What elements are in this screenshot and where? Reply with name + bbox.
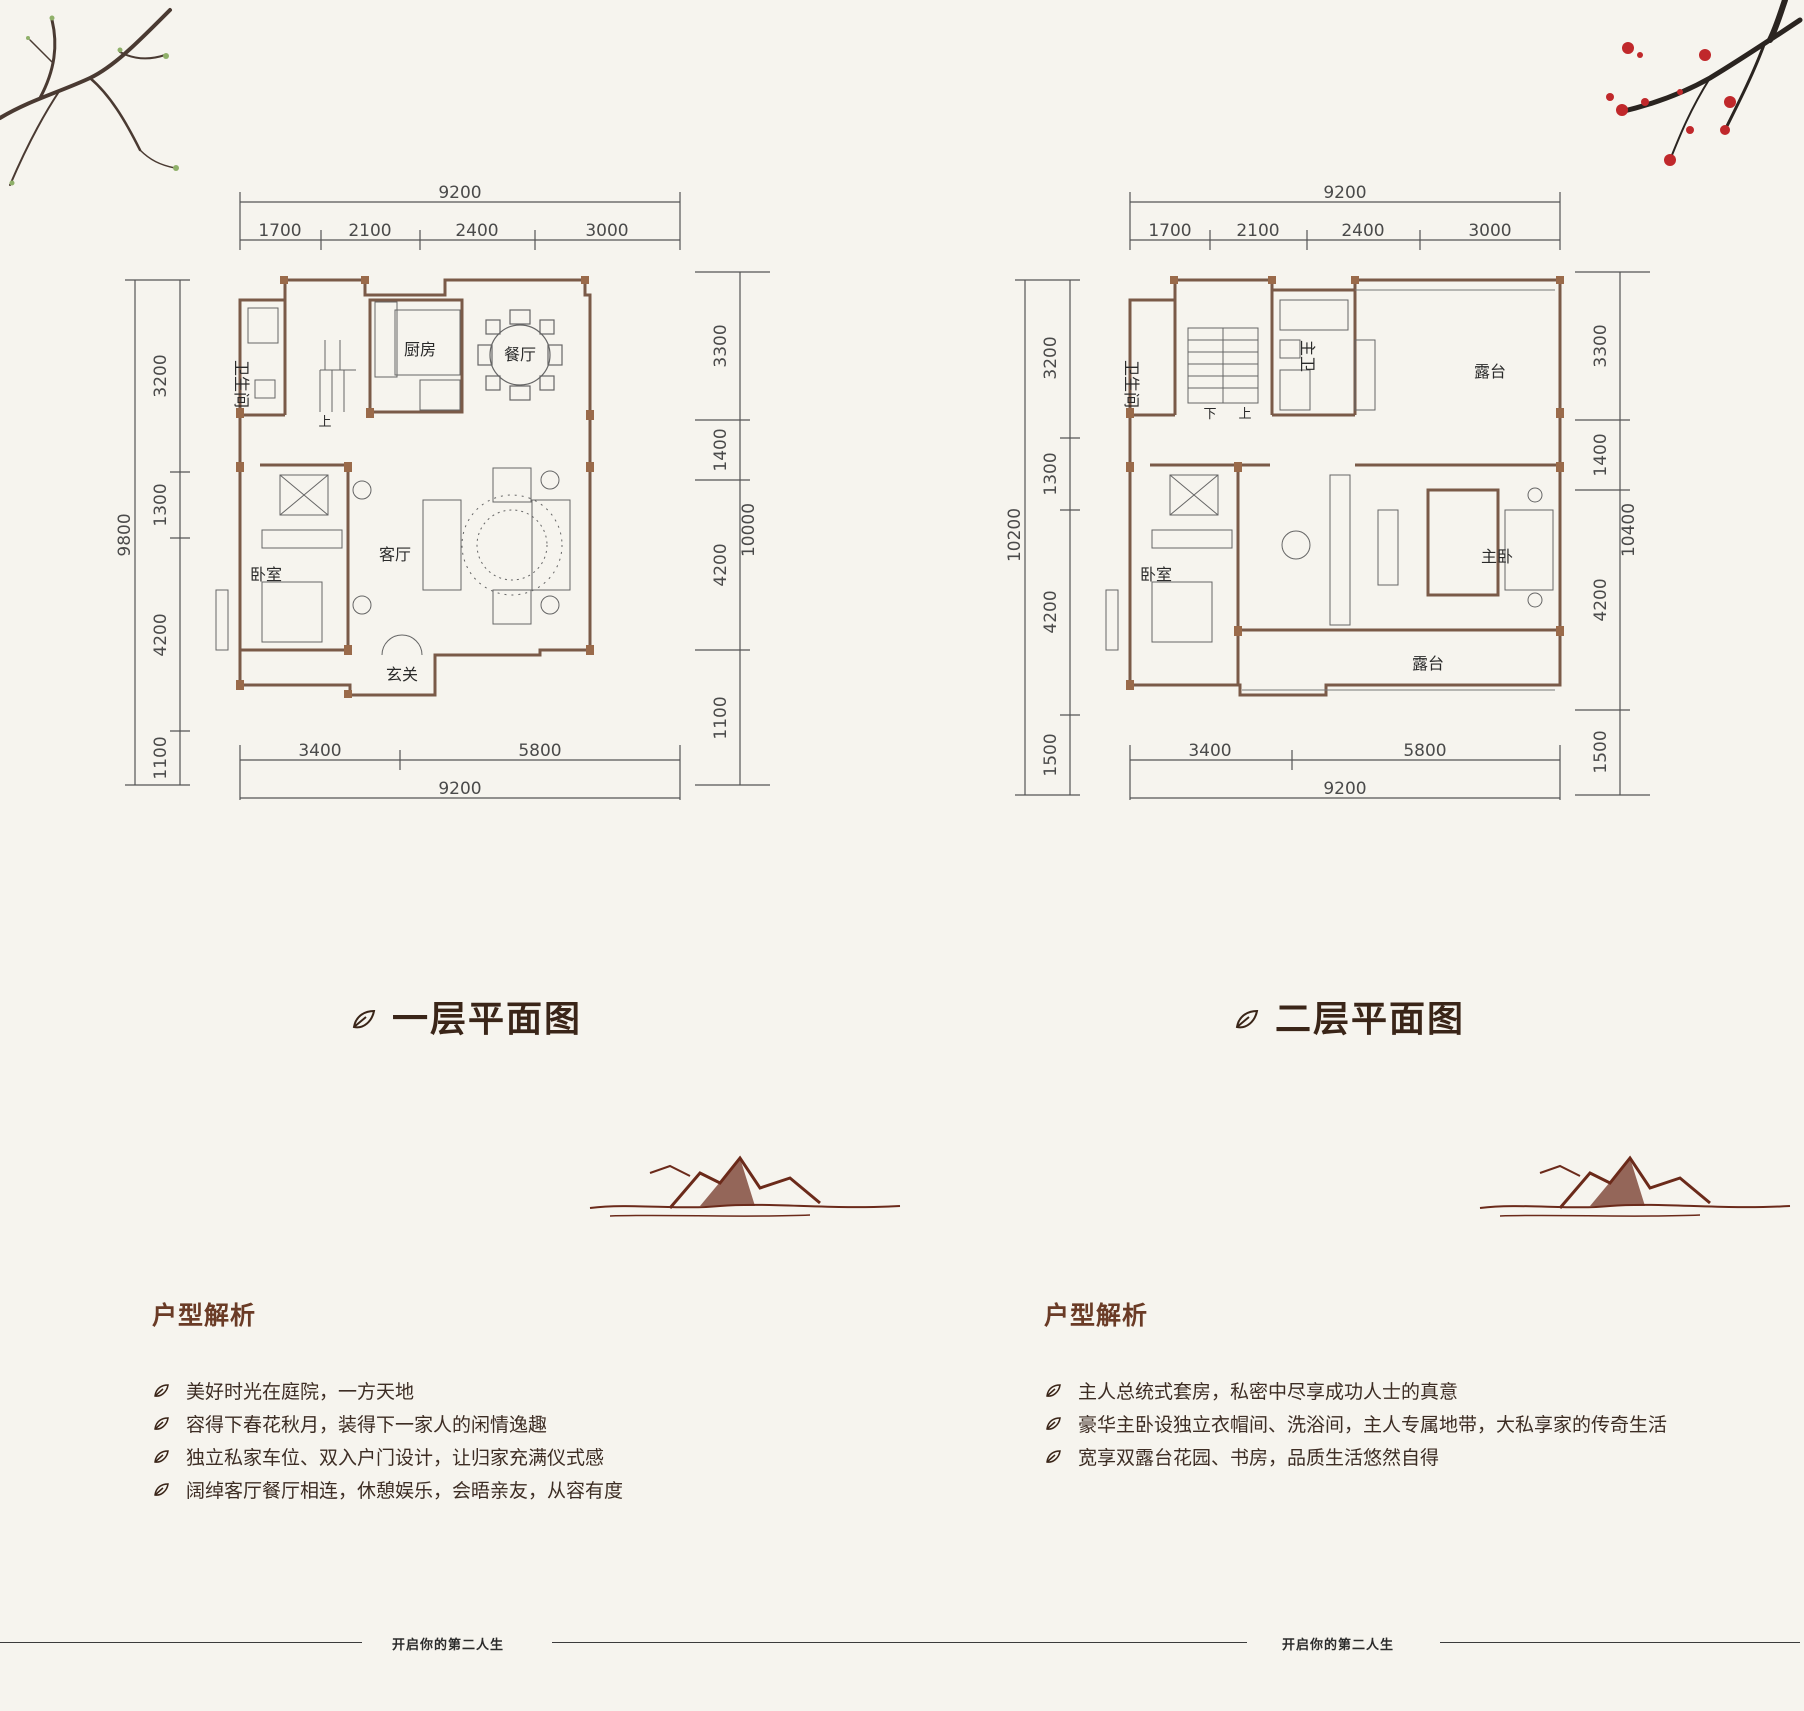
leaf-icon — [154, 1417, 169, 1430]
bottom-dim-2: 5800 — [1403, 741, 1446, 761]
left-dim-1: 3200 — [151, 354, 171, 397]
left-dim-2: 1300 — [1041, 452, 1061, 495]
analysis-bullet: 美好时光在庭院，一方天地 — [152, 1376, 912, 1409]
analysis-bullet: 主人总统式套房，私密中尽享成功人士的真意 — [1044, 1376, 1804, 1409]
plum-blossom-decoration — [1606, 0, 1803, 166]
analysis-bullet: 独立私家车位、双入户门设计，让归家充满仪式感 — [152, 1442, 912, 1475]
bottom-dim-1: 3400 — [298, 741, 341, 761]
top-dim-3: 2400 — [1341, 221, 1384, 241]
left-dim-4: 1500 — [1041, 733, 1061, 776]
analysis-bullet: 宽享双露台花园、书房，品质生活悠然自得 — [1044, 1442, 1804, 1475]
right-dim-3: 4200 — [1591, 578, 1611, 621]
right-dim-2: 1400 — [1591, 433, 1611, 476]
top-total-dim: 9200 — [438, 183, 481, 203]
bottom-dim-1: 3400 — [1188, 741, 1231, 761]
bottom-total-dim: 9200 — [1323, 779, 1366, 799]
right-dim-4: 1500 — [1591, 730, 1611, 773]
footer-slogan-left: 开启你的第二人生 — [392, 1638, 505, 1653]
stair-up-label: 上 — [318, 415, 331, 430]
room-bath: 卫生间 — [232, 360, 251, 408]
stair-up-label: 上 — [1238, 407, 1251, 422]
footer-divider — [552, 1642, 1247, 1643]
leaf-icon — [154, 1450, 169, 1463]
room-terrace-top: 露台 — [1474, 362, 1506, 381]
analysis-bullet: 阔绰客厅餐厅相连，休憩娱乐，会晤亲友，从容有度 — [152, 1475, 912, 1508]
leaf-icon — [154, 1384, 169, 1397]
left-total-dim: 9800 — [115, 513, 135, 556]
bottom-dim-2: 5800 — [518, 741, 561, 761]
plan-2-title-text: 二层平面图 — [1275, 998, 1466, 1040]
right-dim-2: 1400 — [711, 428, 731, 471]
leaf-icon — [154, 1483, 169, 1496]
leaf-icon — [1235, 1009, 1259, 1029]
top-dim-4: 3000 — [585, 221, 628, 241]
room-bath: 卫生间 — [1122, 360, 1141, 408]
top-dim-2: 2100 — [1236, 221, 1279, 241]
top-dim-1: 1700 — [1148, 221, 1191, 241]
floor-plan-1: 9200 1700 2100 2400 3000 9800 3200 1300 … — [115, 183, 770, 830]
footer-slogan-right: 开启你的第二人生 — [1282, 1638, 1395, 1653]
right-dim-1: 3300 — [711, 324, 731, 367]
mountain-left-decoration — [589, 1155, 901, 1217]
top-dim-4: 3000 — [1468, 221, 1511, 241]
room-entry: 玄关 — [386, 665, 418, 684]
branch-left-decoration — [0, 8, 179, 186]
room-living: 客厅 — [379, 545, 411, 564]
analysis-right: 户型解析 主人总统式套房，私密中尽享成功人士的真意 豪华主卧设独立衣帽间、洗浴间… — [1044, 1296, 1804, 1475]
left-dim-4: 1100 — [151, 736, 171, 779]
right-dim-1: 3300 — [1591, 324, 1611, 367]
right-dim-4: 1100 — [711, 696, 731, 739]
room-bedroom: 卧室 — [1140, 565, 1172, 584]
leaf-icon — [1046, 1450, 1061, 1463]
floor-plan-2: 9200 1700 2100 2400 3000 10200 3200 1300… — [1005, 183, 1650, 830]
room-kitchen: 厨房 — [404, 340, 436, 359]
top-dim-1: 1700 — [258, 221, 301, 241]
left-total-dim: 10200 — [1005, 508, 1025, 562]
left-dim-3: 4200 — [151, 613, 171, 656]
top-dim-3: 2400 — [455, 221, 498, 241]
analysis-bullet: 豪华主卧设独立衣帽间、洗浴间，主人专属地带，大私享家的传奇生活 — [1044, 1409, 1804, 1442]
left-dim-3: 4200 — [1041, 590, 1061, 633]
analysis-heading: 户型解析 — [1044, 1301, 1149, 1330]
room-terrace-bottom: 露台 — [1412, 654, 1444, 673]
right-total-dim: 10400 — [1619, 503, 1639, 557]
analysis-bullet: 容得下春花秋月，装得下一家人的闲情逸趣 — [152, 1409, 912, 1442]
room-master-bedroom: 主卧 — [1481, 547, 1513, 566]
left-dim-1: 3200 — [1041, 336, 1061, 379]
bottom-total-dim: 9200 — [438, 779, 481, 799]
right-total-dim: 10000 — [739, 503, 759, 557]
footer-divider — [0, 1642, 362, 1643]
footer-divider — [1440, 1642, 1800, 1643]
room-bedroom: 卧室 — [250, 565, 282, 584]
top-dim-2: 2100 — [348, 221, 391, 241]
plan-1-title: 一层平面图 — [350, 990, 582, 1042]
right-dim-3: 4200 — [711, 543, 731, 586]
leaf-icon — [1046, 1417, 1061, 1430]
leaf-icon — [1046, 1384, 1061, 1397]
plan-1-title-text: 一层平面图 — [392, 998, 583, 1040]
room-master-bath: 主卫 — [1298, 340, 1317, 372]
stair-down-label: 下 — [1203, 407, 1216, 422]
room-dining: 餐厅 — [504, 345, 536, 364]
analysis-heading: 户型解析 — [152, 1301, 257, 1330]
left-dim-2: 1300 — [151, 483, 171, 526]
plan-2-title: 二层平面图 — [1233, 990, 1465, 1042]
analysis-left: 户型解析 美好时光在庭院，一方天地 容得下春花秋月，装得下一家人的闲情逸趣 独立… — [152, 1296, 912, 1508]
leaf-icon — [352, 1009, 376, 1029]
top-total-dim: 9200 — [1323, 183, 1366, 203]
mountain-right-decoration — [1479, 1155, 1791, 1217]
